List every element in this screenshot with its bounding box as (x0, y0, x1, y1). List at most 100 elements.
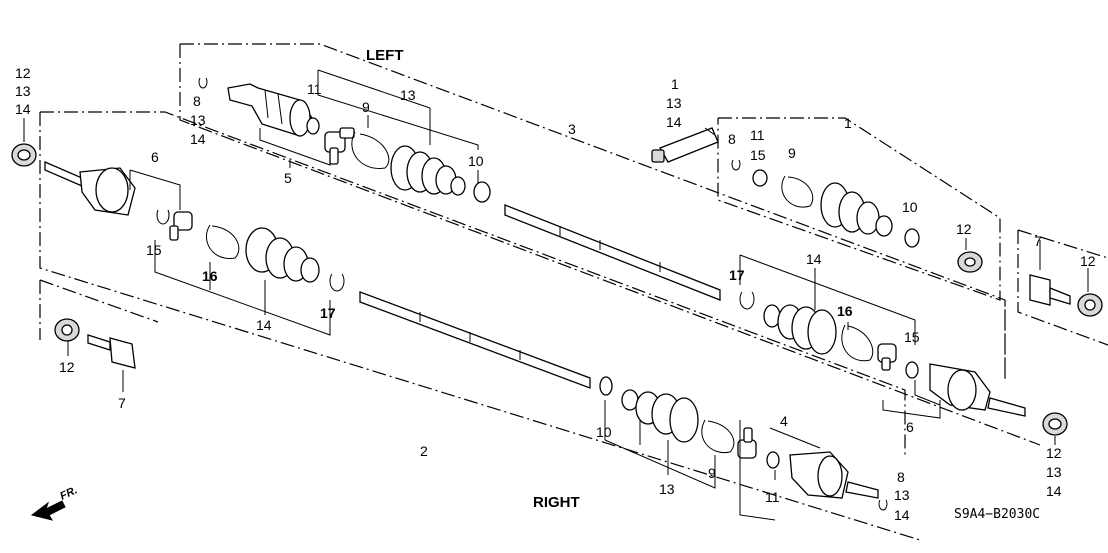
callout-1: 1 (844, 115, 852, 131)
right-boot-band-16 (205, 224, 240, 259)
callout-13-top-a: 13 (190, 112, 206, 128)
callout-14-tl: 14 (15, 101, 31, 117)
callout-14-br: 14 (1046, 483, 1062, 499)
front-arrow-label: FR. (58, 484, 79, 502)
right-outboard-tripod (169, 211, 193, 241)
kit-boot (820, 182, 893, 237)
callout-10-kit: 10 (902, 199, 918, 215)
callout-13-top: 13 (400, 87, 416, 103)
right-outboard-spline (44, 161, 83, 187)
left-inboard-joint-ribs (264, 89, 283, 125)
joint-kit-box-1 (717, 117, 1001, 301)
left-circlip-8 (198, 77, 208, 89)
callout-7-tr: 7 (1034, 233, 1042, 249)
callout-12-bl: 12 (59, 359, 75, 375)
callout-8-top: 8 (193, 93, 201, 109)
front-arrow-icon: FR. (30, 484, 79, 521)
callout-12-tl: 12 (15, 65, 31, 81)
kit-band-9 (781, 175, 814, 208)
right-outboard-joint-bell (95, 167, 129, 213)
left-snap-ring-11 (306, 117, 320, 135)
callout-10-bottom: 10 (596, 424, 612, 440)
callout-6-right: 6 (906, 419, 914, 435)
right-snap-ring-11 (766, 451, 780, 469)
right-snap-ring-15 (156, 209, 170, 225)
kit-nut-12 (957, 251, 983, 273)
callout-17-left: 17 (320, 305, 336, 321)
callout-14-grease: 14 (666, 114, 682, 130)
callout-15-left: 15 (146, 242, 162, 258)
callout-11-kit: 11 (750, 127, 765, 143)
left-outboard-tripod (877, 343, 897, 371)
left-outboard-boot (763, 304, 837, 355)
right-inboard-spline (845, 481, 879, 499)
right-inboard-joint-mouth (817, 455, 843, 497)
callout-13-br: 13 (1046, 464, 1062, 480)
callout-14-bottom-b: 14 (894, 507, 910, 523)
left-shaft-boundary (180, 43, 1006, 380)
left-outboard-joint-bell (947, 369, 977, 411)
callout-7-bl: 7 (118, 395, 126, 411)
right-shaft-bar (359, 291, 591, 389)
left-inboard-joint-mouth (289, 99, 311, 137)
callout-14-top-a: 14 (190, 131, 206, 147)
callout-labels: 12 13 14 6 15 16 14 17 12 7 8 13 14 11 9… (15, 65, 1096, 523)
outboard-stub-7-bl (87, 334, 136, 369)
kit-ring-11-15 (752, 169, 768, 187)
right-outboard-boot (245, 227, 320, 283)
callout-11-top: 11 (307, 81, 322, 97)
callout-2: 2 (420, 443, 428, 459)
left-shaft-bar (504, 204, 721, 301)
callout-4: 4 (780, 413, 788, 429)
outboard-kit-box-v (1017, 230, 1108, 346)
kit-band-10 (904, 228, 920, 248)
leader-lines (23, 69, 1089, 521)
left-shaft-boundary-left (179, 44, 1041, 446)
callout-9-kit: 9 (788, 145, 796, 161)
bl-kit-box (39, 279, 159, 323)
grease-tube (651, 127, 719, 163)
left-spindle-nut (1042, 412, 1068, 436)
right-shaft-boundary (40, 111, 906, 455)
callout-5: 5 (284, 170, 292, 186)
outboard-kit-box (1017, 229, 1108, 259)
callout-1-grease: 1 (671, 76, 679, 92)
right-shaft-marks (419, 312, 521, 360)
left-circlip-17 (739, 291, 755, 310)
callout-13-bottom: 13 (659, 481, 675, 497)
left-tripod-joint (324, 127, 355, 165)
outboard-nut-12-tr (1077, 293, 1103, 317)
callout-3: 3 (568, 121, 576, 137)
left-snap-ring-15 (905, 361, 919, 379)
callout-9-top: 9 (362, 99, 370, 115)
right-inboard-tripod (737, 427, 757, 459)
left-outboard-spline (987, 397, 1026, 417)
callout-17-right: 17 (729, 267, 745, 283)
joint-kit-parts (731, 159, 983, 273)
callout-12-kit: 12 (956, 221, 972, 237)
callout-9-bottom: 9 (708, 465, 716, 481)
diagram-code: S9A4−B2030C (954, 507, 1040, 522)
left-boot-band-16 (841, 324, 874, 362)
callout-16-right: 16 (837, 303, 853, 319)
callout-13-grease: 13 (666, 95, 682, 111)
right-inboard-boot (621, 389, 699, 443)
right-circlip-17 (329, 273, 345, 292)
callout-14-left: 14 (256, 317, 272, 333)
right-boot-band-9 (701, 419, 735, 454)
left-inboard-boot (390, 145, 466, 196)
callout-11-bottom: 11 (765, 489, 780, 505)
callout-16-left: 16 (202, 268, 218, 284)
left-side-title: LEFT (366, 47, 404, 64)
callout-14-right: 14 (806, 251, 822, 267)
callout-6-left: 6 (151, 149, 159, 165)
right-circlip-8 (878, 499, 888, 511)
right-driveshaft (11, 143, 888, 511)
kit-circlip-8 (731, 159, 741, 171)
callout-12-br: 12 (1046, 445, 1062, 461)
callout-13-bottom-b: 13 (894, 487, 910, 503)
callout-15-kit: 15 (750, 147, 766, 163)
callout-10-top: 10 (468, 153, 484, 169)
callout-12-tr: 12 (1080, 253, 1096, 269)
